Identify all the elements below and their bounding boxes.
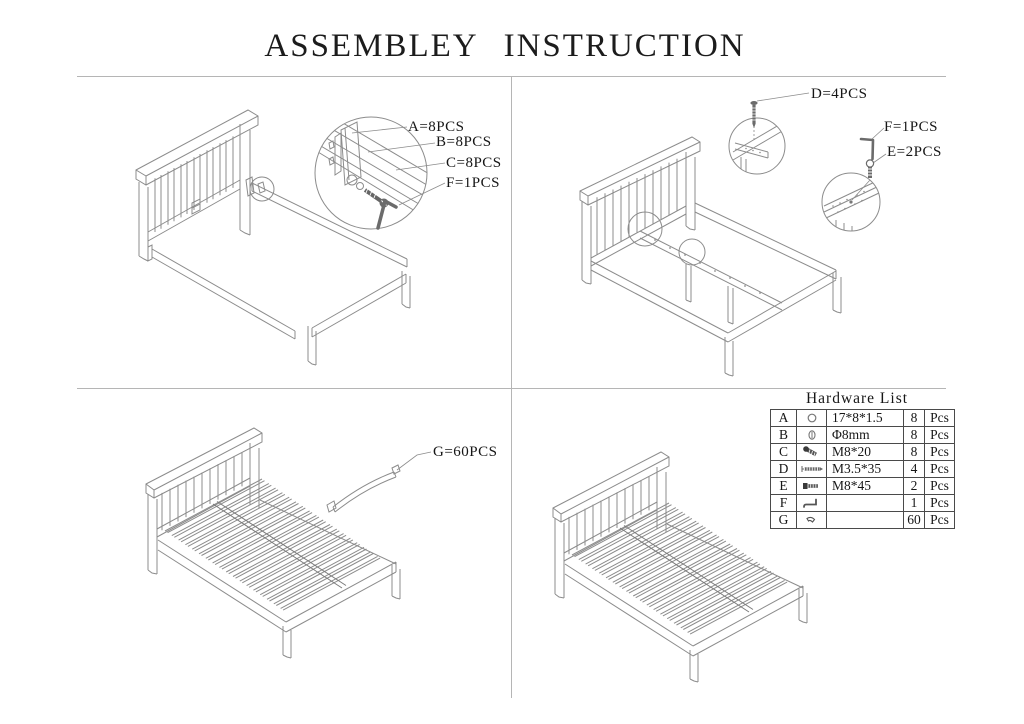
bolt-e-drawing [865,159,875,178]
table-row: E M8*45 2 Pcs [770,477,955,495]
vertical-divider-line [511,76,512,698]
slat-clip-icon [805,516,815,523]
part-label-f2: F=1PCS [884,119,938,135]
step3-diagram [145,427,432,659]
step2-diagram [579,92,887,377]
part-label-d: D=4PCS [811,86,868,102]
hardware-list-table: A 17*8*1.5 8 Pcs B Φ8mm 8 Pcs C M8*20 8 … [770,409,955,529]
table-row: F 1 Pcs [770,494,955,512]
allen-key-icon [802,498,817,508]
screw-d-drawing [750,101,758,128]
part-label-g: G=60PCS [433,444,498,460]
table-row: D M3.5*35 4 Pcs [770,460,955,478]
table-row: B Φ8mm 8 Pcs [770,426,955,444]
table-row: A 17*8*1.5 8 Pcs [770,409,955,427]
barrel-nut-icon [807,430,816,440]
step1-diagram [135,109,446,366]
table-row: C M8*20 8 Pcs [770,443,955,461]
hardware-list-title: Hardware List [805,390,909,407]
hex-bolt-icon [802,483,818,489]
part-label-b: B=8PCS [436,134,492,150]
part-label-a: A=8PCS [408,119,465,135]
page-title: ASSEMBLEY INSTRUCTION [264,28,746,64]
washer-icon [807,413,816,423]
part-label-e: E=2PCS [887,144,942,160]
allen-key-drawing [859,137,875,161]
loose-slat-drawing [326,451,432,513]
allen-key-drawing [376,199,398,230]
long-screw-icon [801,466,823,472]
part-label-c: C=8PCS [446,155,502,171]
part-label-f1: F=1PCS [446,175,500,191]
short-bolt-icon [802,446,817,457]
table-row: G 60 Pcs [770,511,955,529]
